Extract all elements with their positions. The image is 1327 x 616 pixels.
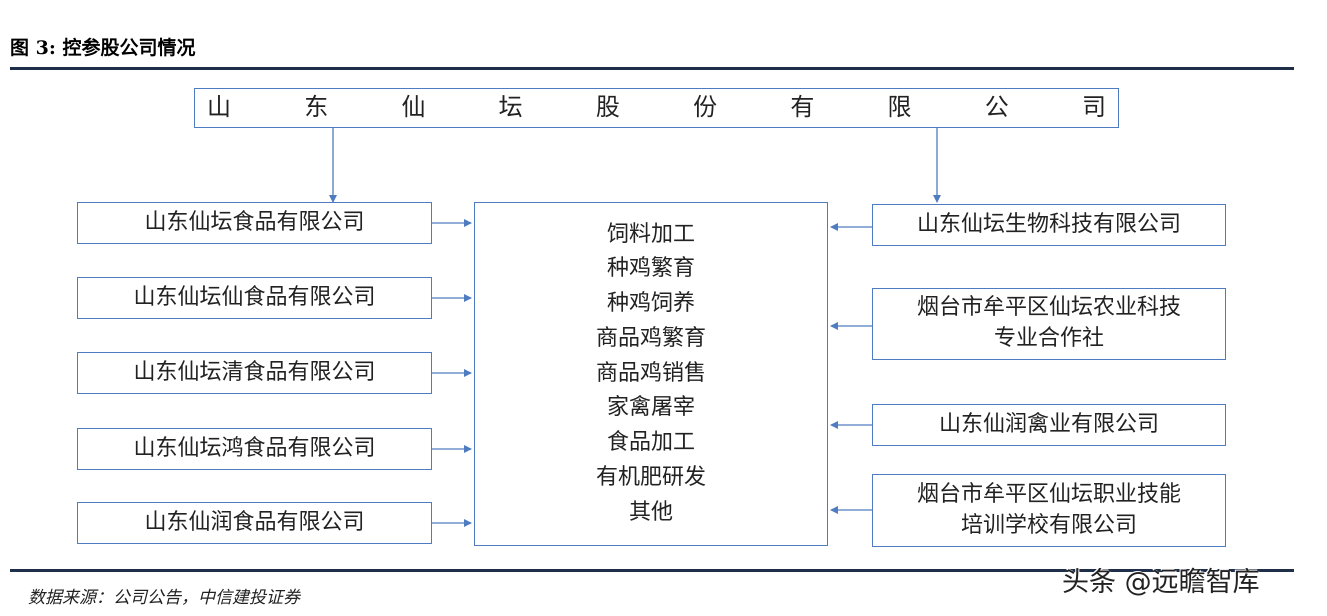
parent-char: 东 bbox=[304, 93, 329, 122]
parent-company-box: 山 东 仙 坛 股 份 有 限 公 司 bbox=[194, 88, 1119, 128]
right-company-label: 山东仙润禽业有限公司 bbox=[938, 411, 1159, 437]
parent-char: 份 bbox=[693, 93, 718, 122]
business-item: 饲料加工 bbox=[606, 221, 695, 247]
figure-title: 图 3: 控参股公司情况 bbox=[10, 37, 196, 59]
left-company-label: 山东仙坛清食品有限公司 bbox=[133, 359, 376, 385]
left-company-label: 山东仙坛鸿食品有限公司 bbox=[133, 435, 376, 461]
business-item: 商品鸡销售 bbox=[595, 360, 706, 386]
business-item: 家禽屠宰 bbox=[606, 395, 695, 421]
source-note: 数据来源：公司公告，中信建投证券 bbox=[28, 588, 300, 608]
parent-char: 限 bbox=[887, 93, 912, 122]
parent-char: 有 bbox=[790, 93, 815, 122]
left-company-box-2: 山东仙坛仙食品有限公司 bbox=[77, 277, 432, 319]
left-company-box-5: 山东仙润食品有限公司 bbox=[77, 502, 432, 544]
top-rule bbox=[10, 67, 1294, 70]
right-company-box-2: 烟台市牟平区仙坛农业科技 专业合作社 bbox=[872, 288, 1226, 360]
right-company-box-3: 山东仙润禽业有限公司 bbox=[872, 404, 1226, 446]
watermark: 头条 @远瞻智库 bbox=[1062, 567, 1260, 598]
right-company-label-line2: 专业合作社 bbox=[993, 326, 1104, 351]
right-company-label-line1: 烟台市牟平区仙坛农业科技 bbox=[916, 295, 1181, 321]
business-item: 食品加工 bbox=[606, 430, 695, 456]
parent-char: 公 bbox=[984, 93, 1009, 122]
right-company-label-line1: 烟台市牟平区仙坛职业技能 bbox=[916, 481, 1181, 507]
right-company-box-4: 烟台市牟平区仙坛职业技能 培训学校有限公司 bbox=[872, 474, 1226, 547]
business-item: 其他 bbox=[628, 499, 673, 525]
left-company-label: 山东仙坛食品有限公司 bbox=[144, 209, 365, 235]
business-item: 商品鸡繁育 bbox=[595, 325, 706, 351]
business-item: 有机肥研发 bbox=[595, 464, 706, 490]
right-company-label: 山东仙坛生物科技有限公司 bbox=[916, 211, 1181, 237]
bottom-rule bbox=[10, 569, 1294, 572]
left-company-box-1: 山东仙坛食品有限公司 bbox=[77, 202, 432, 244]
left-company-box-3: 山东仙坛清食品有限公司 bbox=[77, 352, 432, 394]
business-scope-box: 饲料加工 种鸡繁育 种鸡饲养 商品鸡繁育 商品鸡销售 家禽屠宰 食品加工 有机肥… bbox=[474, 202, 828, 546]
business-item: 种鸡饲养 bbox=[606, 291, 695, 317]
left-company-label: 山东仙坛仙食品有限公司 bbox=[133, 284, 376, 310]
right-company-label-line2: 培训学校有限公司 bbox=[960, 512, 1137, 538]
parent-char: 仙 bbox=[401, 93, 426, 122]
parent-char: 山 bbox=[207, 93, 231, 122]
left-company-box-4: 山东仙坛鸿食品有限公司 bbox=[77, 428, 432, 470]
business-item: 种鸡繁育 bbox=[606, 256, 695, 282]
right-company-box-1: 山东仙坛生物科技有限公司 bbox=[872, 204, 1226, 246]
parent-char: 坛 bbox=[498, 93, 523, 122]
left-company-label: 山东仙润食品有限公司 bbox=[144, 509, 365, 535]
parent-char: 股 bbox=[595, 93, 620, 122]
parent-char: 司 bbox=[1081, 93, 1106, 122]
